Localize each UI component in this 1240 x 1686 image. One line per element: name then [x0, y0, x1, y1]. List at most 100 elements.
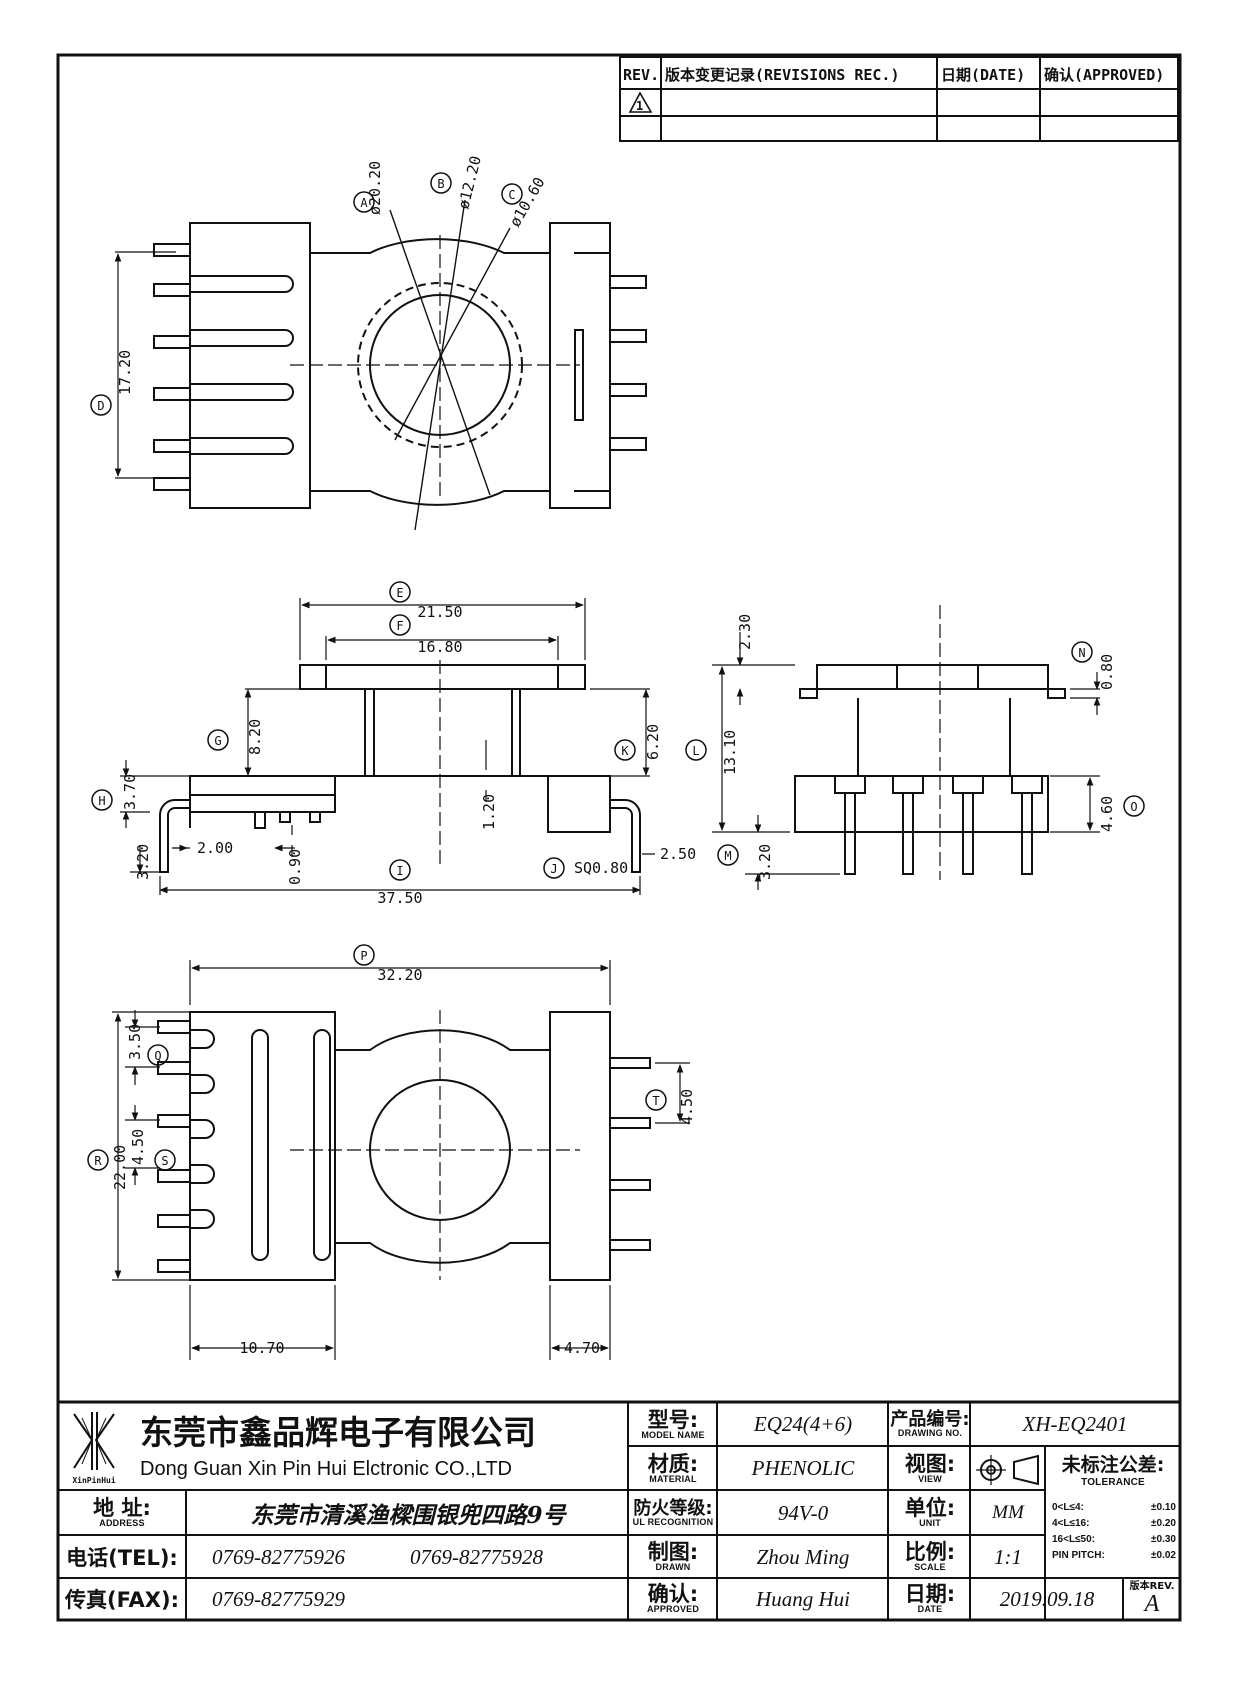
side-view-text: L M N O 2.30 0.80 13.10 4.60 3.20 — [692, 614, 1137, 880]
dim-r-value: 22.00 — [111, 1145, 129, 1190]
dim-j2-value: 2.50 — [660, 845, 696, 863]
title-block-grid — [56, 1400, 1182, 1622]
tolerance-row: PIN PITCH: ±0.02 — [1052, 1548, 1176, 1564]
label-f: F — [396, 619, 403, 633]
tolerance-value: ±0.30 — [1151, 1534, 1176, 1545]
dim-i-value: 37.50 — [377, 889, 422, 907]
dim-g-value: 8.20 — [246, 719, 264, 755]
tolerance-label: 未标注公差: — [1061, 1454, 1165, 1476]
unit-value: MM — [992, 1502, 1024, 1523]
label-d: D — [97, 399, 104, 413]
dim-q-value: 3.50 — [126, 1024, 144, 1060]
revision-headers: REV. 版本变更记录(REVISIONS REC.) 日期(DATE) 确认(… — [623, 66, 1164, 113]
label-c: C — [508, 188, 515, 202]
date-header: 日期(DATE) — [941, 66, 1025, 84]
date-label: 日期: — [904, 1582, 956, 1606]
label-h: H — [98, 794, 105, 808]
material-value: PHENOLIC — [751, 1456, 855, 1480]
rev-value: A — [1144, 1591, 1160, 1617]
material-label-cell: 材质: MATERIAL — [630, 1448, 716, 1489]
dim-t-value: 4.50 — [678, 1089, 696, 1125]
rev-1-mark: 1 — [636, 99, 643, 113]
dim-k-value: 6.20 — [644, 724, 662, 760]
tel-label: 电话(TEL): — [66, 1546, 178, 1570]
front-view — [91, 581, 655, 895]
fire-sublabel: UL RECOGNITION — [632, 1516, 714, 1527]
model-label: 型号: — [647, 1407, 699, 1432]
label-s: S — [161, 1154, 168, 1168]
fire-label: 防火等级: — [633, 1497, 713, 1519]
scale-label-cell: 比例: SCALE — [890, 1537, 970, 1577]
scale-sublabel: SCALE — [914, 1562, 946, 1572]
label-r: R — [94, 1154, 102, 1168]
view-label: 视图: — [904, 1451, 956, 1476]
dim-f-value: 16.80 — [417, 638, 462, 656]
dim-a-value: ø20.20 — [366, 161, 384, 215]
rev-label: 版本REV. — [1129, 1581, 1175, 1592]
drawing-no-sublabel: DRAWING NO. — [897, 1428, 963, 1438]
tolerance-value: ±0.02 — [1151, 1550, 1176, 1561]
address-label-cell: 地 址: ADDRESS — [60, 1492, 184, 1534]
approved-value: Huang Hui — [756, 1586, 850, 1611]
dim-b-value: ø12.20 — [454, 154, 485, 211]
dim-c-value: ø10.60 — [506, 174, 549, 230]
tolerance-sublabel: TOLERANCE — [1081, 1477, 1145, 1488]
company-name-en: Dong Guan Xin Pin Hui Elctronic CO.,LTD — [140, 1457, 513, 1480]
model-value: EQ24(4+6) — [753, 1412, 853, 1436]
drawing-no-label: 产品编号: — [890, 1409, 970, 1430]
label-m: M — [724, 849, 731, 863]
company-logo — [73, 1412, 115, 1470]
model-label-cell: 型号: MODEL NAME — [630, 1404, 716, 1445]
address-value: 东莞市清溪渔樑围银兜四路9号 — [250, 1502, 566, 1529]
dim-m-value: 3.20 — [756, 844, 774, 880]
dim-top-value: 2.30 — [736, 614, 754, 650]
tolerance-row: 16<L≤50:±0.30 — [1052, 1532, 1176, 1548]
dim-slot: 0.90 — [286, 849, 304, 885]
approved-sublabel: APPROVED — [646, 1604, 700, 1614]
label-p: P — [360, 949, 367, 963]
fire-value: 94V-0 — [777, 1500, 829, 1525]
label-k: K — [621, 744, 629, 758]
label-l: L — [692, 744, 699, 758]
logo-text: XinPinHui — [72, 1475, 116, 1485]
bottom-view — [87, 944, 690, 1360]
date-value: 2019.09.18 — [999, 1586, 1095, 1611]
rev-header: REV. — [623, 66, 659, 84]
dim-w1-value: 10.70 — [239, 1339, 284, 1357]
dim-l-value: 13.10 — [721, 730, 739, 775]
dim-floor: 1.20 — [480, 794, 498, 830]
drawing-no-value: XH-EQ2401 — [1022, 1412, 1128, 1436]
label-o: O — [1130, 800, 1137, 814]
label-t: T — [652, 1094, 659, 1108]
approved-label-cell: 确认: APPROVED — [630, 1580, 716, 1618]
revision-table — [619, 56, 1179, 142]
scale-label: 比例: — [904, 1540, 956, 1564]
scale-value: 1:1 — [994, 1544, 1022, 1569]
label-b: B — [437, 177, 444, 191]
tolerance-value: ±0.20 — [1151, 1518, 1176, 1529]
tolerance-range: PIN PITCH: — [1052, 1550, 1105, 1561]
drawn-label: 制图: — [647, 1540, 699, 1564]
unit-label-cell: 单位: UNIT — [890, 1492, 970, 1534]
drawn-value: Zhou Ming — [756, 1544, 850, 1569]
rev-cell: 版本REV. A — [1125, 1580, 1179, 1618]
dim-j-value: SQ0.80 — [574, 859, 628, 877]
tolerance-value: ±0.10 — [1151, 1502, 1176, 1513]
drawn-sublabel: DRAWN — [655, 1562, 691, 1572]
label-e: E — [396, 586, 403, 600]
unit-sublabel: UNIT — [919, 1518, 941, 1528]
dim-e-value: 21.50 — [417, 603, 462, 621]
tolerance-row: 0<L≤4: ±0.10 — [1052, 1500, 1176, 1516]
label-i: I — [396, 864, 403, 878]
tolerance-range: 4<L≤16: — [1052, 1518, 1090, 1529]
fax-label: 传真(FAX): — [65, 1588, 179, 1612]
approved-header: 确认(APPROVED) — [1044, 66, 1164, 84]
dim-pin-offset: 2.00 — [197, 839, 233, 857]
label-q: Q — [154, 1049, 161, 1063]
dim-n-value: 0.80 — [1098, 654, 1116, 690]
dim-h2-value: 3.20 — [134, 844, 152, 880]
tolerance-range: 0<L≤4: — [1052, 1502, 1084, 1513]
material-sublabel: MATERIAL — [649, 1473, 697, 1484]
